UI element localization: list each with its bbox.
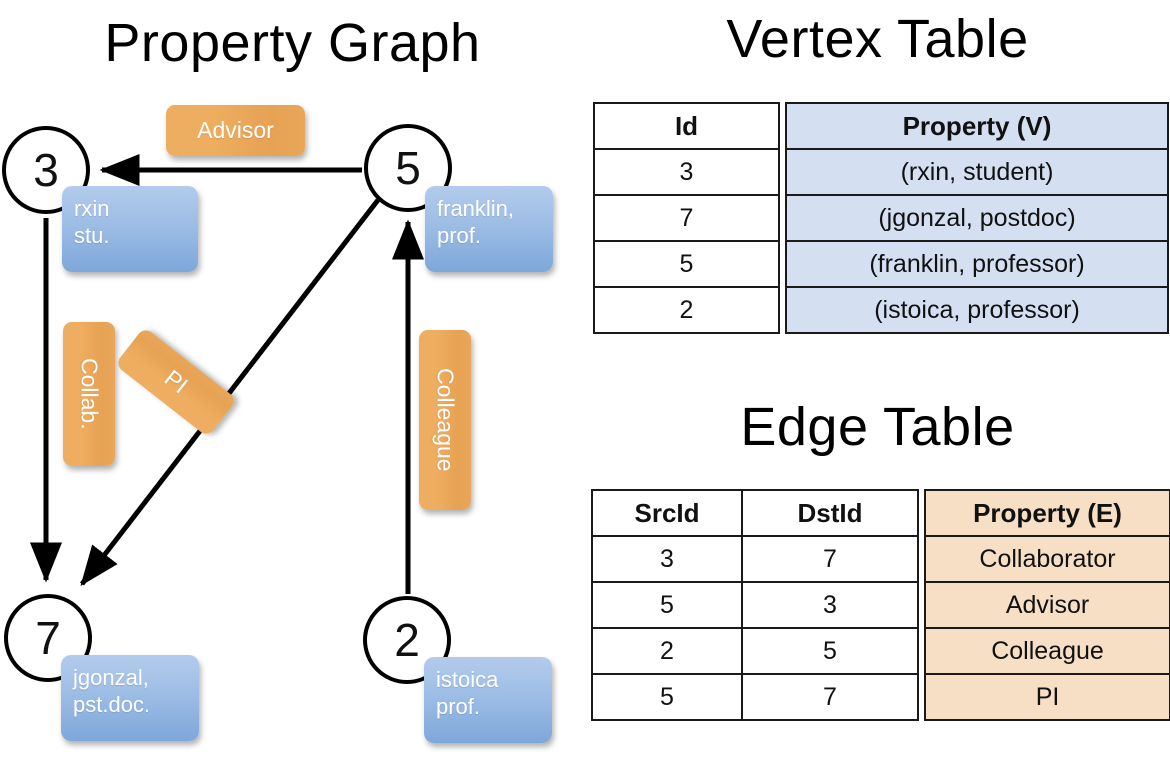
column-gap (918, 628, 925, 674)
graph-edges-svg (30, 154, 424, 594)
property-line-1: istoica (436, 667, 499, 692)
vertex-property-cell: (rxin, student) (785, 148, 1169, 196)
property-line-2: stu. (74, 222, 110, 248)
property-line-2: pst.doc. (73, 691, 151, 717)
table-header-row: Id Property (V) (593, 102, 1169, 150)
vertex-property-box-rxin[interactable]: rxin stu. (62, 186, 198, 272)
column-gap (918, 536, 925, 582)
column-gap (779, 149, 786, 195)
edge-table: SrcId DstId Property (E) 3 7 Collaborato… (591, 489, 1170, 721)
table-row[interactable]: 2 5 Colleague (591, 627, 1170, 675)
edge-property-cell: Colleague (924, 627, 1170, 675)
table-row[interactable]: 2 (istoica, professor) (593, 286, 1169, 334)
vertex-property-box-jgonzal[interactable]: jgonzal, pst.doc. (61, 655, 199, 741)
vertex-property-cell: (franklin, professor) (785, 240, 1169, 288)
edge-src-cell: 3 (591, 535, 743, 583)
edge-src-cell: 2 (591, 627, 743, 675)
edge-table-header-srcid: SrcId (591, 489, 743, 537)
table-row[interactable]: 3 (rxin, student) (593, 148, 1169, 196)
vertex-id-cell: 3 (593, 148, 780, 196)
vertex-property-box-istoica[interactable]: istoica prof. (424, 657, 552, 743)
edge-src-cell: 5 (591, 581, 743, 629)
table-row[interactable]: 5 3 Advisor (591, 581, 1170, 629)
vertex-id-cell: 5 (593, 240, 780, 288)
edge-badge-colleague[interactable]: Colleague (419, 330, 471, 510)
table-row[interactable]: 7 (jgonzal, postdoc) (593, 194, 1169, 242)
edge-dst-cell: 7 (741, 535, 919, 583)
edge-dst-cell: 3 (741, 581, 919, 629)
edge-property-cell: PI (924, 673, 1170, 721)
edge-property-cell: Collaborator (924, 535, 1170, 583)
vertex-property-cell: (istoica, professor) (785, 286, 1169, 334)
vertex-node-5[interactable]: 5 (364, 124, 452, 212)
edge-src-cell: 5 (591, 673, 743, 721)
vertex-id-cell: 2 (593, 286, 780, 334)
property-line-1: rxin (74, 196, 110, 221)
edge-dst-cell: 5 (741, 627, 919, 675)
property-line-1: jgonzal, (73, 665, 149, 690)
column-gap (779, 287, 786, 333)
vertex-id-cell: 7 (593, 194, 780, 242)
page-title-vertex-table: Vertex Table (726, 9, 1029, 69)
edge-dst-cell: 7 (741, 673, 919, 721)
table-header-row: SrcId DstId Property (E) (591, 489, 1170, 537)
vertex-table-header-id: Id (593, 102, 780, 150)
column-gap (779, 241, 786, 287)
vertex-node-2[interactable]: 2 (363, 596, 451, 684)
edge-line-pi (80, 198, 380, 586)
column-gap (779, 195, 786, 241)
table-row[interactable]: 5 7 PI (591, 673, 1170, 721)
edge-badge-collab[interactable]: Collab. (63, 322, 115, 466)
property-graph-diagram: 3 5 7 2 rxin stu. franklin, prof. jgonza… (2, 105, 553, 743)
vertex-table-header-property: Property (V) (785, 102, 1169, 150)
property-line-1: franklin, (437, 196, 515, 221)
property-line-2: prof. (436, 693, 481, 719)
page-title-edge-table: Edge Table (740, 397, 1015, 457)
vertex-property-box-franklin[interactable]: franklin, prof. (425, 186, 553, 272)
property-line-2: prof. (437, 222, 482, 248)
vertex-property-cell: (jgonzal, postdoc) (785, 194, 1169, 242)
column-gap (779, 103, 786, 149)
edge-badge-advisor[interactable]: Advisor (166, 105, 305, 156)
vertex-table: Id Property (V) 3 (rxin, student) 7 (jgo… (593, 102, 1169, 334)
column-gap (918, 674, 925, 720)
edge-table-header-property: Property (E) (924, 489, 1170, 537)
edge-property-cell: Advisor (924, 581, 1170, 629)
table-row[interactable]: 3 7 Collaborator (591, 535, 1170, 583)
table-row[interactable]: 5 (franklin, professor) (593, 240, 1169, 288)
edge-table-header-dstid: DstId (741, 489, 919, 537)
page-title-property-graph: Property Graph (104, 13, 481, 73)
column-gap (918, 582, 925, 628)
column-gap (918, 490, 925, 536)
